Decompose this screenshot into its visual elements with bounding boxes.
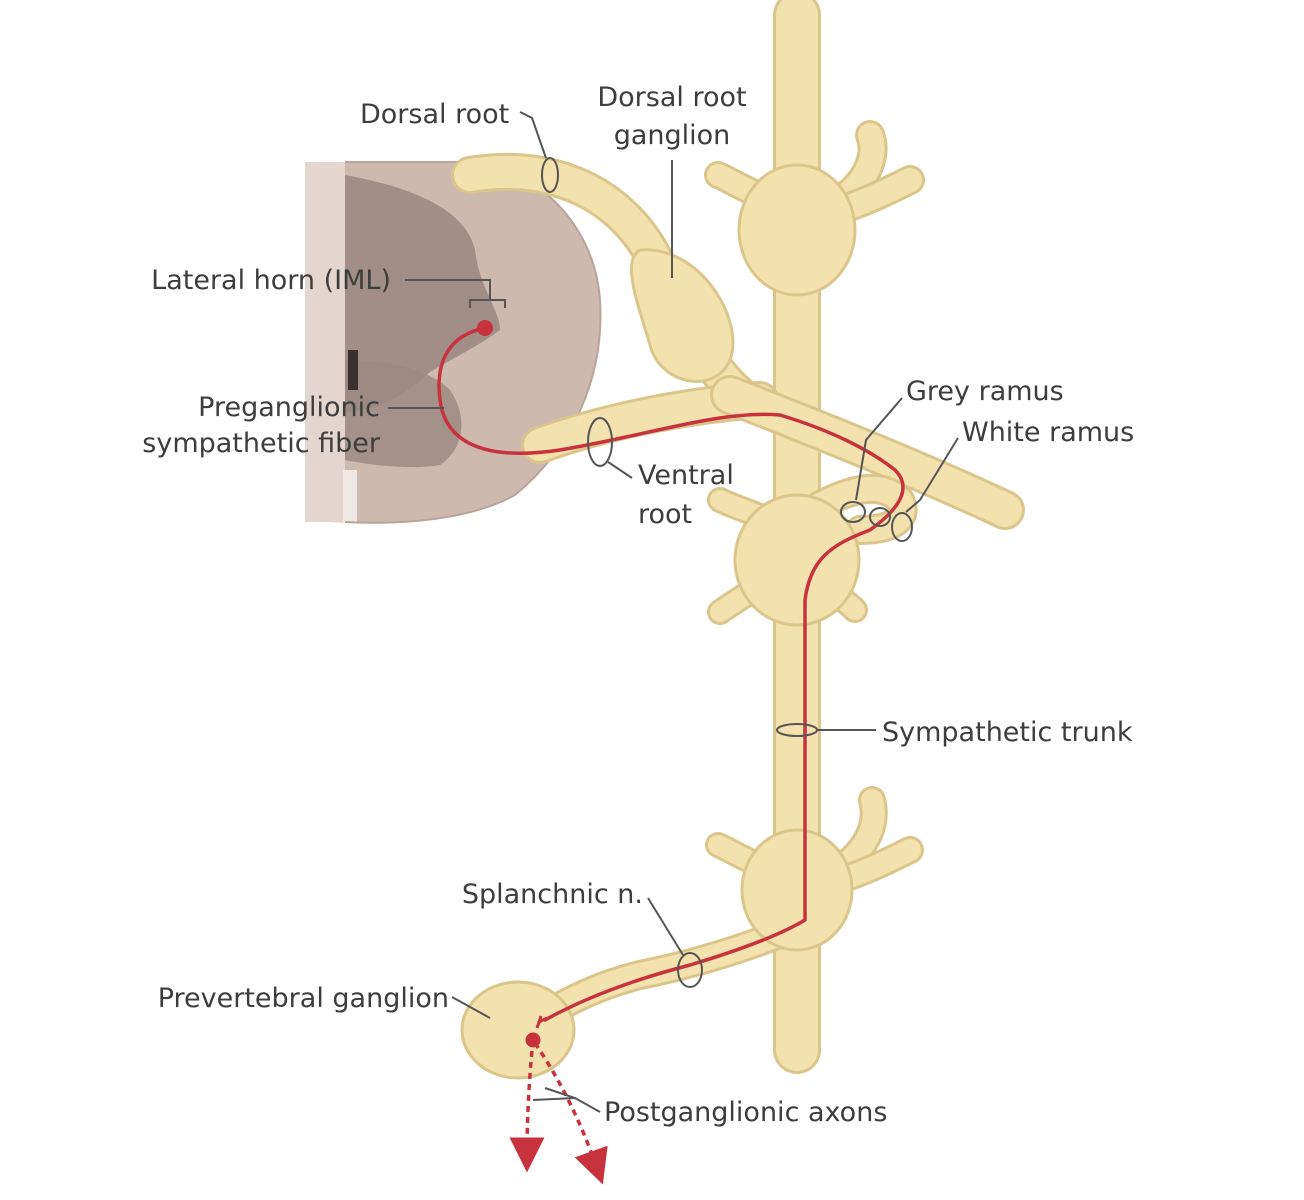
white-ramus-ring-right bbox=[891, 512, 913, 542]
dorsal-root-ganglion bbox=[630, 248, 735, 383]
label-sympathetic-trunk: Sympathetic trunk bbox=[882, 717, 1133, 748]
label-preganglionic-line2: sympathetic fiber bbox=[142, 428, 381, 459]
leader-prevertebral bbox=[451, 996, 491, 1019]
ganglia bbox=[460, 163, 861, 1080]
synapse-terminal bbox=[535, 1015, 548, 1029]
leader-dorsal-root bbox=[519, 111, 547, 159]
spinal-cord-left-fade bbox=[305, 162, 345, 522]
leader-lateral-horn bbox=[405, 279, 491, 300]
label-prevertebral: Prevertebral ganglion bbox=[158, 983, 449, 1014]
prevertebral-ganglion-body bbox=[460, 980, 576, 1080]
dorsal-root-ring bbox=[541, 157, 559, 193]
label-white-ramus: White ramus bbox=[962, 417, 1134, 448]
preganglionic-cell-body bbox=[477, 320, 493, 336]
postganglionic-axon-right bbox=[533, 1042, 608, 1185]
leader-lines bbox=[388, 111, 959, 1113]
lateral-horn-bracket bbox=[469, 299, 506, 308]
label-grey-ramus: Grey ramus bbox=[906, 376, 1064, 407]
preganglionic-fiber-line bbox=[437, 326, 905, 1022]
label-drg-line2: ganglion bbox=[614, 120, 731, 151]
postganglionic-axon-left bbox=[509, 1039, 545, 1173]
label-ventral-line2: root bbox=[638, 499, 692, 530]
label-lateral-horn: Lateral horn (IML) bbox=[151, 265, 391, 296]
anterior-median-fissure bbox=[343, 470, 357, 522]
spinal-cord-outline bbox=[344, 161, 602, 524]
leader-white-ramus bbox=[905, 437, 959, 513]
trunk-ganglion-lower bbox=[740, 828, 854, 952]
ventral-root-ring bbox=[587, 417, 613, 467]
white-ramus-ring-left bbox=[869, 507, 891, 527]
grey-ramus-ring bbox=[840, 501, 866, 523]
label-ventral-line1: Ventral bbox=[638, 460, 734, 491]
leader-ventral-root bbox=[607, 461, 633, 479]
splanchnic-ring bbox=[677, 952, 703, 988]
leader-grey-ramus bbox=[855, 397, 903, 501]
label-splanchnic: Splanchnic n. bbox=[462, 879, 643, 910]
leader-splanchnic bbox=[647, 897, 684, 956]
trunk-ganglion-middle bbox=[733, 493, 861, 627]
ventral-horn bbox=[345, 360, 462, 468]
structure-rings bbox=[541, 157, 913, 988]
central-canal bbox=[348, 350, 358, 390]
label-postganglionic: Postganglionic axons bbox=[604, 1097, 887, 1128]
trunk-ganglion-upper bbox=[737, 163, 857, 297]
dorsal-horn bbox=[345, 175, 500, 412]
preganglionic-fiber-path bbox=[437, 320, 905, 1185]
spinal-cord-section bbox=[305, 161, 602, 524]
label-drg-line1: Dorsal root bbox=[597, 82, 746, 113]
label-preganglionic-line1: Preganglionic bbox=[198, 392, 380, 423]
label-dorsal-root: Dorsal root bbox=[360, 99, 509, 130]
leader-postganglionic bbox=[532, 1087, 601, 1113]
labels: Dorsal root Dorsal root ganglion Lateral… bbox=[142, 82, 1134, 1128]
